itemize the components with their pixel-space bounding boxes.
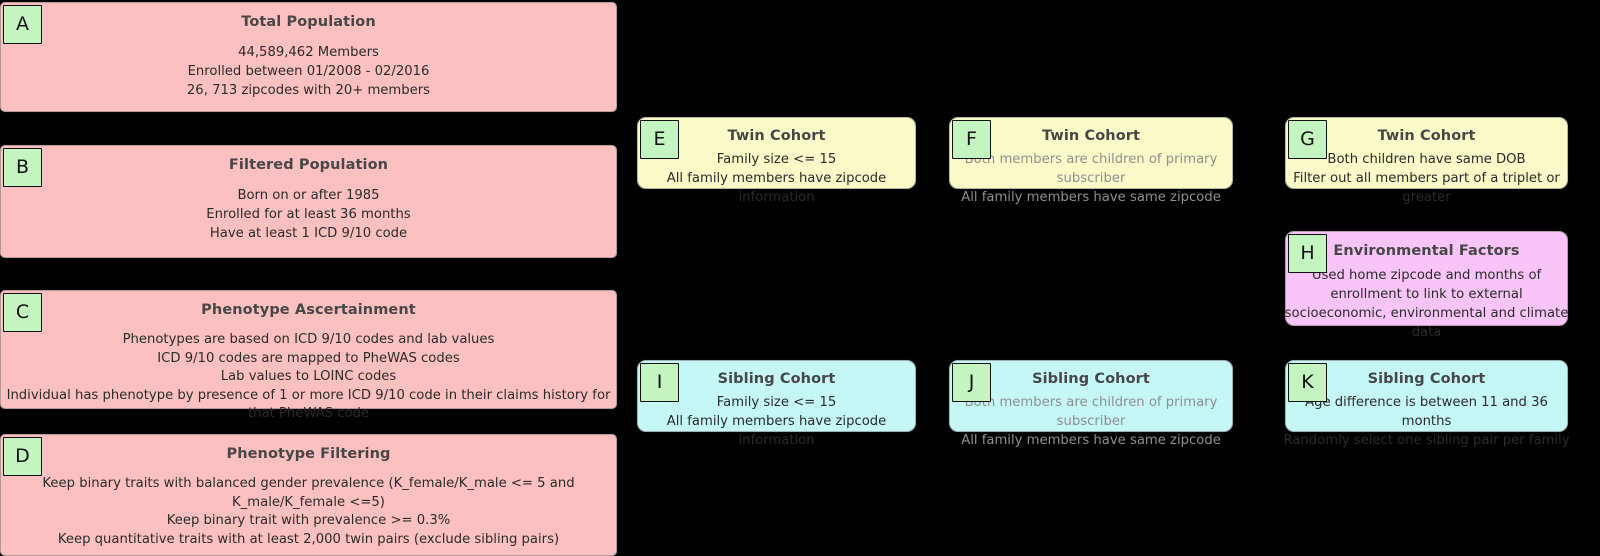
node-k-title: Sibling Cohort — [1367, 371, 1486, 387]
node-g-badge: G — [1288, 120, 1327, 159]
node-j-sibling-cohort[interactable]: J Sibling Cohort Both members are childr… — [949, 360, 1233, 448]
node-e-twin-cohort[interactable]: E Twin Cohort Family size <= 15 All fami… — [637, 117, 916, 205]
node-h-title: Environmental Factors — [1333, 243, 1520, 259]
node-k-badge: K — [1288, 363, 1327, 402]
node-c-title: Phenotype Ascertainment — [201, 302, 416, 318]
node-a-body: 44,589,462 Members Enrolled between 01/2… — [186, 45, 431, 98]
node-h-environmental-factors[interactable]: H Environmental Factors Used home zipcod… — [1285, 231, 1568, 340]
node-b-badge: B — [3, 148, 42, 187]
node-g-twin-cohort[interactable]: G Twin Cohort Both children have same DO… — [1285, 117, 1568, 205]
node-j-title: Sibling Cohort — [1032, 371, 1150, 387]
node-f-twin-cohort[interactable]: F Twin Cohort Both members are children … — [949, 117, 1233, 205]
node-i-sibling-cohort[interactable]: I Sibling Cohort Family size <= 15 All f… — [637, 360, 916, 448]
node-d-badge: D — [3, 437, 42, 476]
node-i-badge: I — [640, 363, 679, 402]
node-d-title: Phenotype Filtering — [226, 446, 391, 462]
node-a-badge: A — [3, 5, 42, 44]
node-d-body: Keep binary traits with balanced gender … — [42, 476, 575, 547]
node-j-body: Both members are children of primary sub… — [961, 395, 1221, 448]
node-k-sibling-cohort[interactable]: K Sibling Cohort Age difference is betwe… — [1283, 360, 1570, 448]
node-a-total-population[interactable]: A Total Population 44,589,462 Members En… — [0, 2, 617, 112]
node-i-body: Family size <= 15 All family members hav… — [666, 395, 887, 448]
node-c-body: Phenotypes are based on ICD 9/10 codes a… — [6, 332, 611, 421]
node-g-title: Twin Cohort — [1377, 128, 1476, 144]
node-b-title: Filtered Population — [228, 157, 389, 173]
node-a-title: Total Population — [241, 14, 376, 30]
node-g-body: Both children have same DOB Filter out a… — [1293, 152, 1560, 205]
node-h-body: Used home zipcode and months of enrollme… — [1284, 268, 1569, 340]
node-f-title: Twin Cohort — [1041, 128, 1141, 144]
node-i-title: Sibling Cohort — [717, 371, 836, 387]
node-e-badge: E — [640, 120, 679, 159]
node-h-badge: H — [1288, 234, 1327, 273]
node-b-filtered-population[interactable]: B Filtered Population Born on or after 1… — [0, 145, 617, 258]
node-f-badge: F — [952, 120, 991, 159]
node-k-body: Age difference is between 11 and 36 mont… — [1283, 395, 1570, 448]
node-b-body: Born on or after 1985 Enrolled for at le… — [206, 188, 411, 241]
node-e-body: Family size <= 15 All family members hav… — [666, 152, 887, 205]
node-c-badge: C — [3, 293, 42, 332]
node-c-phenotype-ascertainment[interactable]: C Phenotype Ascertainment Phenotypes are… — [0, 290, 617, 421]
node-d-phenotype-filtering[interactable]: D Phenotype Filtering Keep binary traits… — [0, 434, 617, 556]
node-e-title: Twin Cohort — [727, 128, 826, 144]
node-j-badge: J — [952, 363, 991, 402]
